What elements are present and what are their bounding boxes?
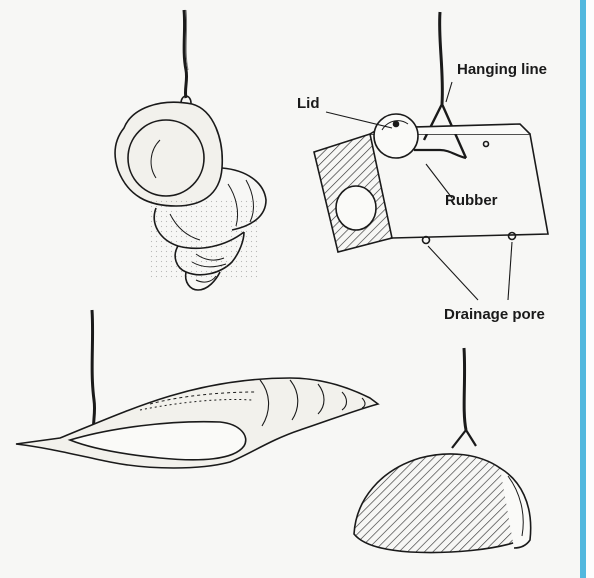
drainage-pore-2 <box>509 233 516 240</box>
leader-drainage-1 <box>428 246 478 300</box>
rubber-strap <box>414 150 466 158</box>
hanging-rope <box>92 310 95 434</box>
shell-aperture-lip <box>115 102 222 206</box>
label-lid: Lid <box>297 96 320 111</box>
leader-hanging-line <box>446 82 452 102</box>
whelk-shell-pot <box>115 10 266 290</box>
box-trap <box>314 12 548 300</box>
clam-shell-body <box>354 454 525 553</box>
spindle-shell-pot <box>16 310 378 468</box>
box-entrance-hole <box>336 186 376 230</box>
hanging-rope <box>440 12 443 104</box>
label-hanging-line: Hanging line <box>457 62 547 77</box>
leader-drainage-2 <box>508 242 512 300</box>
page-margin <box>586 0 594 578</box>
label-drainage-pore: Drainage pore <box>444 307 545 322</box>
clam-shell-pot <box>354 348 531 553</box>
label-rubber: Rubber <box>445 193 498 208</box>
hanging-rope <box>464 348 466 430</box>
